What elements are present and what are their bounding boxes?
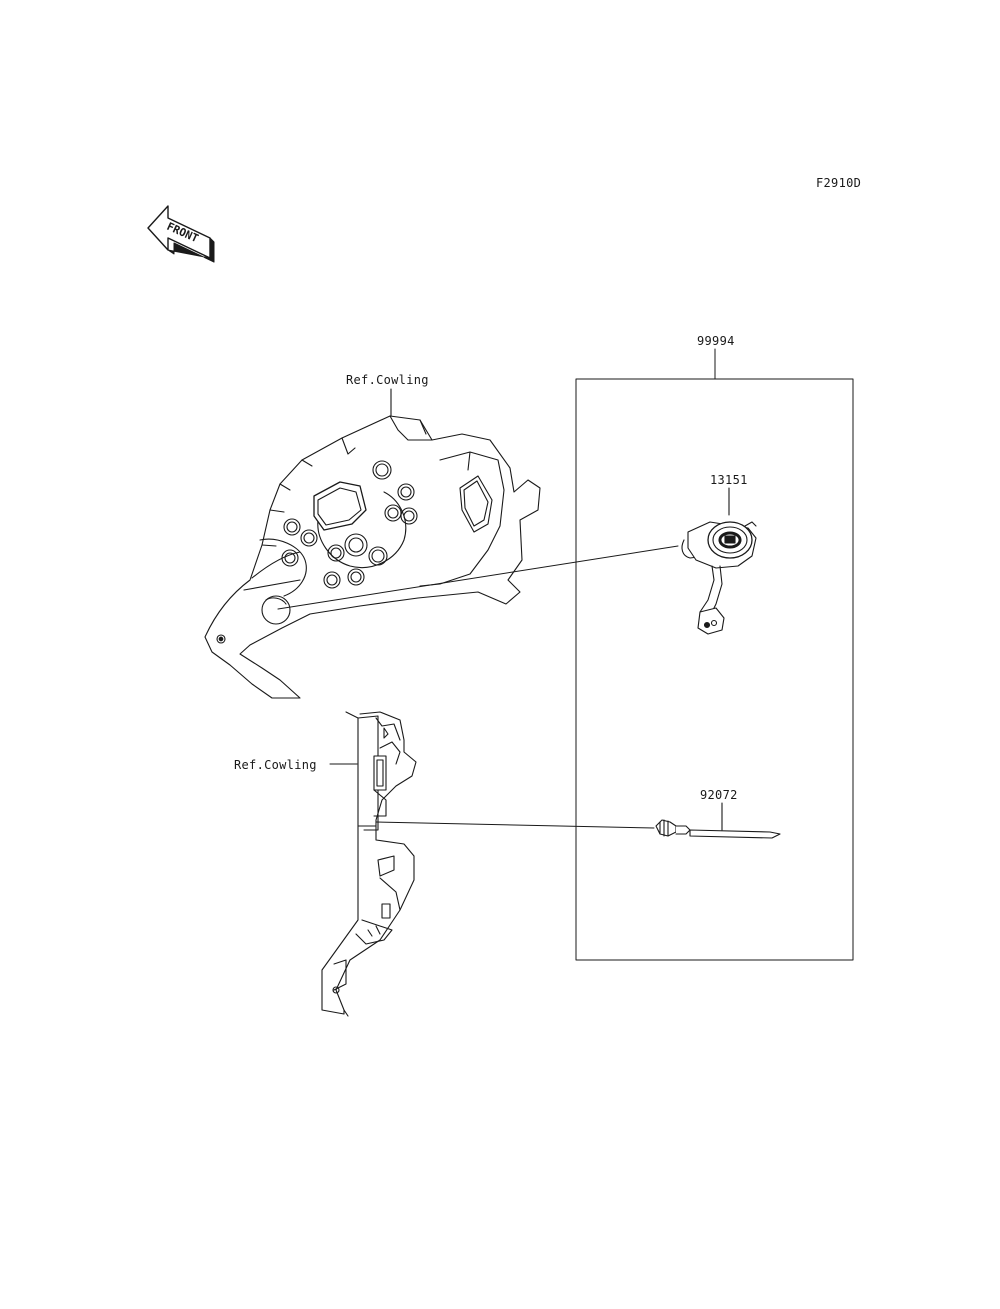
front-arrow-icon: FRONT [147, 205, 215, 263]
label-kit-99994: 99994 [697, 334, 735, 348]
lower-cowling-drawing [321, 711, 417, 1017]
label-socket-13151: 13151 [710, 473, 748, 487]
leader-band [375, 821, 655, 829]
kit-bracket [575, 348, 854, 961]
power-socket-drawing [681, 487, 757, 635]
wiring-band-drawing [655, 802, 781, 839]
label-band-92072: 92072 [700, 788, 738, 802]
label-ref-cowling-upper: Ref.Cowling [346, 373, 429, 387]
upper-cowling-drawing [204, 388, 541, 699]
label-ref-cowling-lower: Ref.Cowling [234, 758, 317, 772]
leader-socket [277, 545, 679, 610]
figure-code: F2910D [816, 176, 862, 190]
